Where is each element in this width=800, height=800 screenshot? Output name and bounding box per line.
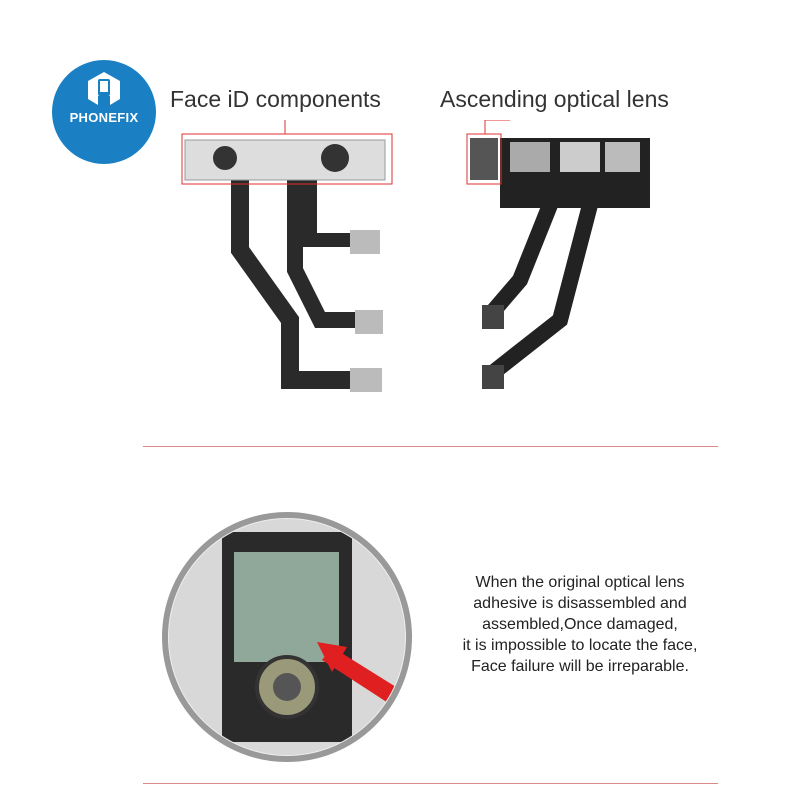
optical-lens-flex-image <box>466 120 650 389</box>
wrench-phone-icon <box>88 72 120 105</box>
face-id-components-image <box>181 120 393 392</box>
description-line: adhesive is disassembled and <box>473 595 687 612</box>
heading-face-id-components: Face iD components <box>170 86 381 112</box>
lens-damage-description: When the original optical lens adhesive … <box>410 572 750 677</box>
description-line: When the original optical lens <box>475 574 685 591</box>
brand-name: PHONEFIX <box>69 110 139 125</box>
description-line: assembled,Once damaged, <box>482 616 678 633</box>
heading-ascending-optical-lens: Ascending optical lens <box>440 86 669 112</box>
description-line: Face failure will be irreparable. <box>471 658 689 675</box>
phonefix-logo: PHONEFIX <box>52 60 156 164</box>
description-line: it is impossible to locate the face, <box>462 637 698 654</box>
divider-bottom <box>143 783 718 784</box>
divider-top <box>143 446 718 447</box>
lens-closeup-image <box>162 512 412 762</box>
